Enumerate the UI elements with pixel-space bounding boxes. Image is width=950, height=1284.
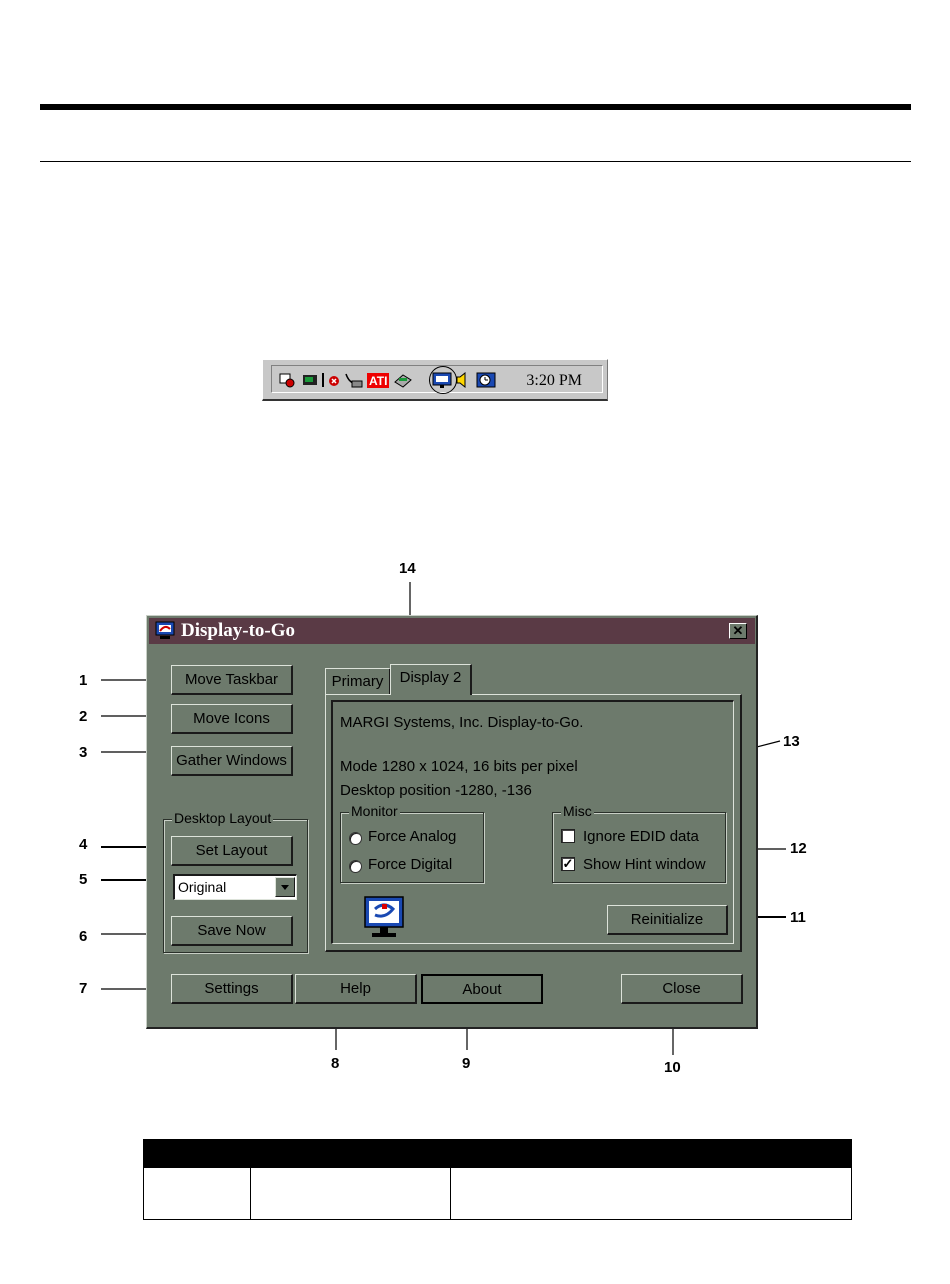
desktop-layout-label: Desktop Layout	[172, 810, 274, 826]
top-rule-thin	[40, 161, 911, 162]
clock-tool-icon[interactable]	[476, 372, 496, 388]
force-digital-radio[interactable]	[349, 860, 362, 873]
table-column-divider	[450, 1140, 451, 1219]
network-icon[interactable]	[302, 372, 318, 388]
callout-10: 10	[664, 1059, 681, 1076]
dialog-title: Display-to-Go	[181, 620, 295, 641]
system-tray: ATI 3:20 PM	[271, 365, 603, 394]
show-hint-label[interactable]: Show Hint window	[583, 856, 706, 873]
set-layout-button[interactable]: Set Layout	[171, 836, 293, 866]
reinitialize-button[interactable]: Reinitialize	[607, 905, 728, 935]
info-line-3: Desktop position -1280, -136	[340, 782, 532, 799]
callout-7: 7	[79, 980, 88, 997]
title-close-button[interactable]: ✕	[729, 623, 747, 639]
misc-group: Misc	[552, 803, 726, 883]
show-hint-checkbox[interactable]: ✓	[561, 856, 575, 871]
display-to-go-logo-icon	[364, 896, 404, 937]
close-button[interactable]: Close	[621, 974, 743, 1004]
tab-primary[interactable]: Primary	[325, 668, 391, 694]
separator-icon	[322, 373, 324, 387]
svg-text:ATI: ATI	[369, 374, 387, 388]
modem-icon[interactable]	[344, 372, 364, 388]
stop-icon[interactable]	[328, 372, 340, 388]
printer-icon[interactable]	[393, 372, 413, 388]
desktop-layout-group: Desktop Layout	[163, 810, 308, 953]
misc-group-label: Misc	[561, 803, 594, 819]
info-line-2: Mode 1280 x 1024, 16 bits per pixel	[340, 758, 578, 775]
force-analog-radio[interactable]	[349, 832, 362, 845]
callout-9: 9	[462, 1055, 471, 1072]
move-taskbar-button[interactable]: Move Taskbar	[171, 665, 293, 695]
about-button[interactable]: About	[421, 974, 543, 1004]
save-now-button[interactable]: Save Now	[171, 916, 293, 946]
callout-1: 1	[79, 672, 88, 689]
help-button[interactable]: Help	[295, 974, 417, 1004]
table-column-divider	[250, 1140, 251, 1219]
callout-4: 4	[79, 836, 88, 853]
tab-display-2[interactable]: Display 2	[390, 664, 472, 695]
tray-clock[interactable]: 3:20 PM	[526, 372, 582, 389]
title-bar[interactable]: Display-to-Go ✕	[149, 618, 755, 644]
ignore-edid-label[interactable]: Ignore EDID data	[583, 828, 699, 845]
callout-8: 8	[331, 1055, 340, 1072]
callout-12: 12	[790, 840, 807, 857]
force-digital-label[interactable]: Force Digital	[368, 856, 453, 873]
scheduler-icon[interactable]	[279, 372, 295, 388]
callout-table	[143, 1139, 852, 1220]
callout-6: 6	[79, 928, 88, 945]
move-icons-button[interactable]: Move Icons	[171, 704, 293, 734]
ignore-edid-checkbox[interactable]	[561, 829, 575, 843]
tab-panel: MARGI Systems, Inc. Display-to-Go. Mode …	[325, 694, 742, 952]
callout-14: 14	[399, 560, 416, 577]
monitor-group-label: Monitor	[349, 803, 400, 819]
display-to-go-dialog: Display-to-Go ✕ Move Taskbar Move Icons …	[146, 615, 758, 1029]
table-header-row	[144, 1140, 851, 1168]
callout-13: 13	[783, 733, 800, 750]
ati-icon[interactable]: ATI	[367, 372, 389, 388]
layout-select-value: Original	[178, 879, 227, 895]
top-rule-thick	[40, 104, 911, 110]
callout-2: 2	[79, 708, 88, 725]
callout-11: 11	[790, 909, 806, 926]
gather-windows-button[interactable]: Gather Windows	[171, 746, 293, 776]
callout-3: 3	[79, 744, 88, 761]
info-line-1: MARGI Systems, Inc. Display-to-Go.	[340, 714, 584, 731]
monitor-group: Monitor	[340, 803, 484, 883]
force-analog-label[interactable]: Force Analog	[368, 828, 457, 845]
settings-button[interactable]: Settings	[171, 974, 293, 1004]
app-monitor-icon	[155, 621, 175, 639]
tab-panel-inner: MARGI Systems, Inc. Display-to-Go. Mode …	[331, 700, 734, 944]
chevron-down-icon[interactable]	[275, 877, 295, 897]
taskbar: ATI 3:20 PM	[262, 359, 608, 401]
callout-5: 5	[79, 871, 88, 888]
layout-select[interactable]: Original	[173, 874, 297, 900]
speaker-icon[interactable]	[456, 372, 468, 388]
